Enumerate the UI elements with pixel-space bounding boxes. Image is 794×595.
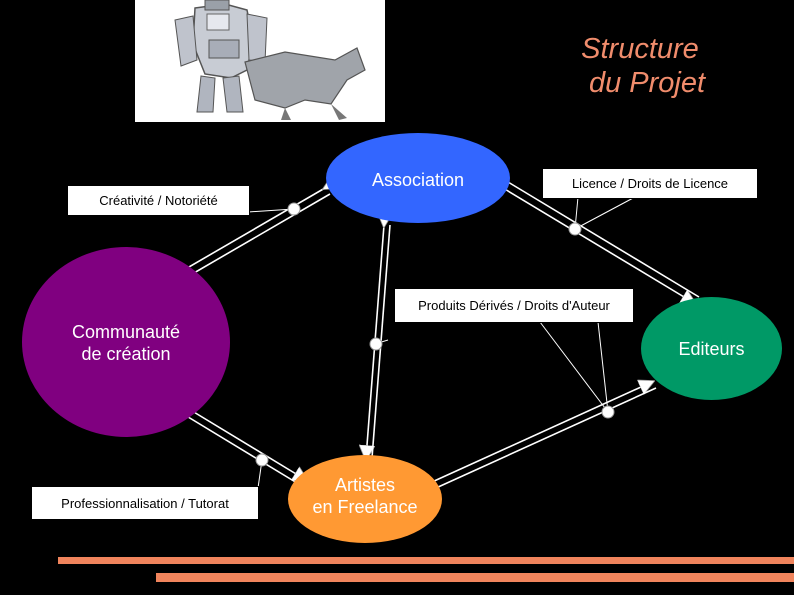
node-artistes-line-1: Artistes (334, 475, 395, 495)
node-editeurs-label: Editeurs (678, 338, 745, 359)
arrow-association-communaute-a (170, 188, 325, 278)
node-communaute-line-1: Communauté (71, 322, 181, 342)
label-creativite: Créativité / Notoriété (67, 185, 250, 216)
title-line-2: du Projet (588, 67, 706, 99)
node-communaute-line-2: de création (81, 344, 171, 364)
arrow-association-communaute-b (174, 193, 331, 285)
page-title: Structure du Projet (540, 32, 740, 100)
node-communaute: Communauté de création (22, 247, 230, 437)
label-professionnalisation: Professionnalisation / Tutorat (31, 486, 259, 520)
leader-produits-b (539, 321, 609, 413)
arrow-communaute-artistes-b (169, 405, 303, 487)
title-line-1: Structure (581, 33, 699, 65)
node-editeurs: Editeurs (641, 297, 782, 400)
node-artistes-line-2: en Freelance (312, 497, 418, 517)
leader-produits-c (597, 321, 609, 413)
label-professionnalisation-text: Professionnalisation / Tutorat (61, 495, 229, 511)
label-licence: Licence / Droits de Licence (542, 168, 758, 199)
arrow-artistes-editeurs-a (432, 382, 652, 482)
node-association: Association (326, 133, 510, 223)
connector-dot (287, 202, 301, 216)
arrow-communaute-artistes-a (174, 400, 306, 480)
label-licence-text: Licence / Droits de Licence (571, 176, 729, 191)
decorative-bar-bottom (156, 573, 794, 582)
label-produits: Produits Dérivés / Droits d'Auteur (394, 288, 634, 323)
robot-centaur-icon (135, 0, 385, 122)
arrow-association-editeurs-a (503, 188, 694, 303)
arrow-artistes-editeurs-b (435, 387, 657, 489)
label-creativite-text: Créativité / Notoriété (99, 193, 218, 208)
connector-dot (255, 453, 269, 467)
label-produits-text: Produits Dérivés / Droits d'Auteur (418, 298, 610, 313)
node-association-label: Association (371, 170, 465, 190)
arrow-association-editeurs-b (507, 181, 700, 298)
leader-licence-b (574, 196, 636, 230)
decorative-bar-top (58, 557, 794, 564)
connector-dot (568, 222, 582, 236)
connector-dot (369, 337, 383, 351)
node-artistes: Artistes en Freelance (288, 455, 442, 543)
connector-dot (601, 405, 615, 419)
